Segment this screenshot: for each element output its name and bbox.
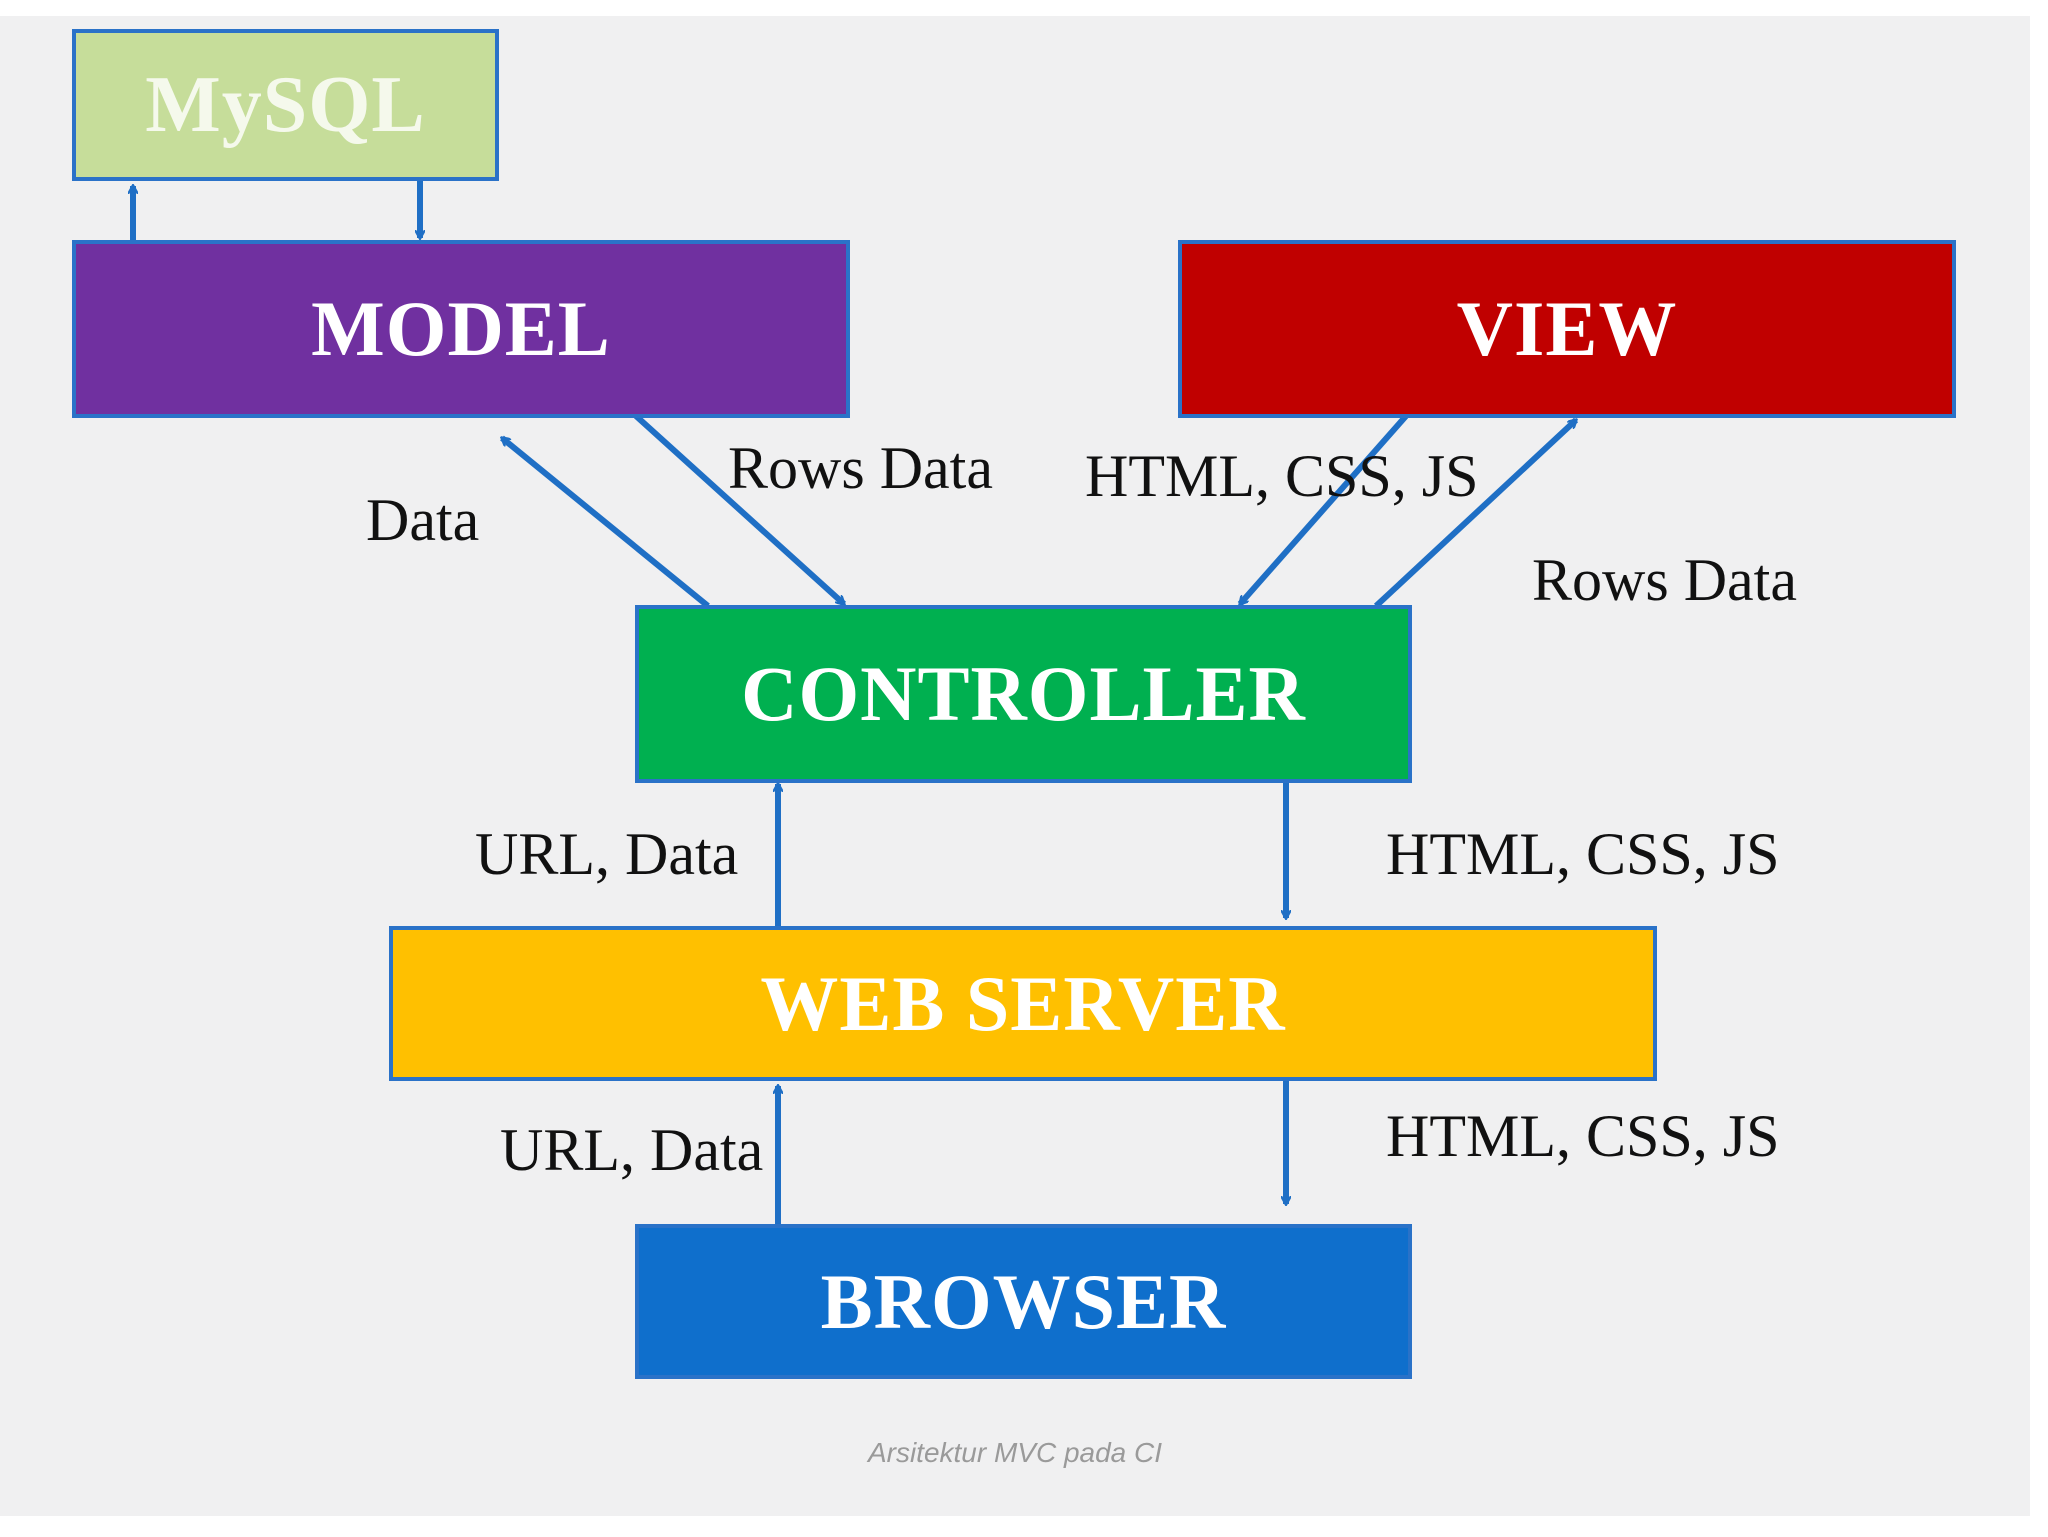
label-data-model: Data: [366, 487, 480, 553]
label-html-css-js-controller: HTML, CSS, JS: [1386, 821, 1780, 887]
mysql-label: MySQL: [145, 60, 426, 149]
web-server-label: WEB SERVER: [760, 959, 1286, 1047]
label-html-css-js-browser: HTML, CSS, JS: [1386, 1103, 1780, 1169]
arrow-controller-to-model: [502, 435, 710, 609]
arrow-model-to-controller: [633, 413, 844, 607]
view-box: VIEW: [1178, 240, 1956, 418]
label-rows-data-model: Rows Data: [728, 435, 993, 501]
label-html-css-js-view: HTML, CSS, JS: [1085, 443, 1479, 509]
browser-box: BROWSER: [635, 1224, 1412, 1379]
controller-box: CONTROLLER: [635, 605, 1412, 783]
controller-label: CONTROLLER: [741, 650, 1306, 737]
model-label: MODEL: [311, 285, 611, 372]
arrow-view-to-controller: [1237, 414, 1409, 604]
label-url-data-browser: URL, Data: [500, 1117, 764, 1183]
view-label: VIEW: [1456, 285, 1678, 372]
figure-caption: Arsitektur MVC pada CI: [867, 1437, 1163, 1468]
web-server-box: WEB SERVER: [389, 926, 1657, 1081]
browser-label: BROWSER: [820, 1257, 1227, 1345]
label-rows-data-view: Rows Data: [1532, 547, 1797, 613]
arrow-controller-to-view: [1373, 420, 1576, 609]
mysql-box: MySQL: [72, 29, 499, 181]
model-box: MODEL: [72, 240, 850, 418]
label-url-data-controller: URL, Data: [475, 821, 739, 887]
